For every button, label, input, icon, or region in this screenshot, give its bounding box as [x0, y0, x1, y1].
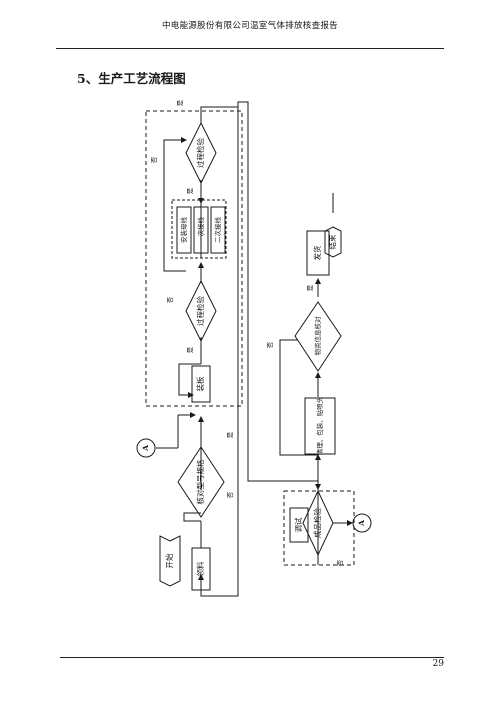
process-check-diamond-1	[185, 279, 217, 343]
line-3-label: 二次接线	[213, 217, 222, 244]
debug-box	[289, 507, 309, 543]
line-box-2	[193, 206, 209, 254]
process-check-diamond-2	[185, 121, 217, 185]
no-label-4: 否	[336, 559, 344, 566]
no-label-3: 否	[150, 156, 158, 163]
section-title: 5、生产工艺流程图	[77, 71, 186, 86]
model-check-label: 核对型号规格	[195, 459, 205, 504]
header-rule	[56, 48, 444, 49]
start-terminal	[159, 535, 181, 587]
yes-label-2: 是	[186, 346, 194, 353]
no-label-1: 否	[226, 491, 234, 498]
page-header: 中电能源股份有限公司温室气体排放核查报告	[56, 0, 444, 50]
yes-label-4: 是	[176, 99, 184, 106]
line-box-1	[176, 206, 192, 254]
connector-a-right	[352, 513, 372, 533]
info-check-diamond	[294, 301, 342, 372]
line-box-3	[210, 206, 226, 254]
line-2-label: 一次接线	[196, 217, 205, 244]
line-1-label: 安装母线	[179, 217, 188, 244]
final-check-diamond	[302, 489, 334, 557]
clean-box	[304, 397, 336, 455]
ship-box	[306, 230, 330, 276]
end-terminal	[324, 226, 342, 258]
end-label: 结束	[327, 234, 337, 249]
process-check-1-label: 过程检验	[195, 296, 205, 326]
process-flowchart: 开始 领料 核对型号规格 A 装板 过程检验 安装母线 一次接线 二次接线 过程…	[136, 99, 372, 597]
footer-rule	[60, 657, 444, 658]
cutting-label: 领料	[195, 561, 205, 576]
yes-label-1: 是	[226, 431, 234, 438]
process-check-2-label: 过程检验	[195, 138, 205, 168]
no-label-2: 否	[166, 296, 174, 303]
model-check-diamond	[177, 446, 225, 518]
assembly-label: 装板	[195, 376, 205, 391]
no-label-5: 否	[266, 341, 274, 348]
cutting-box	[191, 547, 211, 591]
ship-label: 发货	[312, 245, 322, 260]
info-check-label: 物资信息核对	[313, 316, 322, 356]
page-number: 29	[432, 659, 444, 669]
clean-label: 清理、包装、贴喷头	[315, 396, 324, 455]
connector-a-right-label: A	[357, 520, 366, 527]
connector-a-left-label: A	[141, 445, 150, 452]
yes-label-3: 是	[186, 187, 194, 194]
header-text: 中电能源股份有限公司温室气体排放核查报告	[161, 21, 338, 31]
final-check-label: 成品检验	[312, 508, 322, 538]
connector-a-left	[136, 438, 156, 458]
assembly-group-box	[145, 110, 243, 407]
assembly-box	[191, 365, 211, 403]
yes-label-5: 是	[306, 284, 314, 291]
start-label: 开始	[164, 553, 174, 568]
debug-label: 调试	[293, 517, 303, 532]
